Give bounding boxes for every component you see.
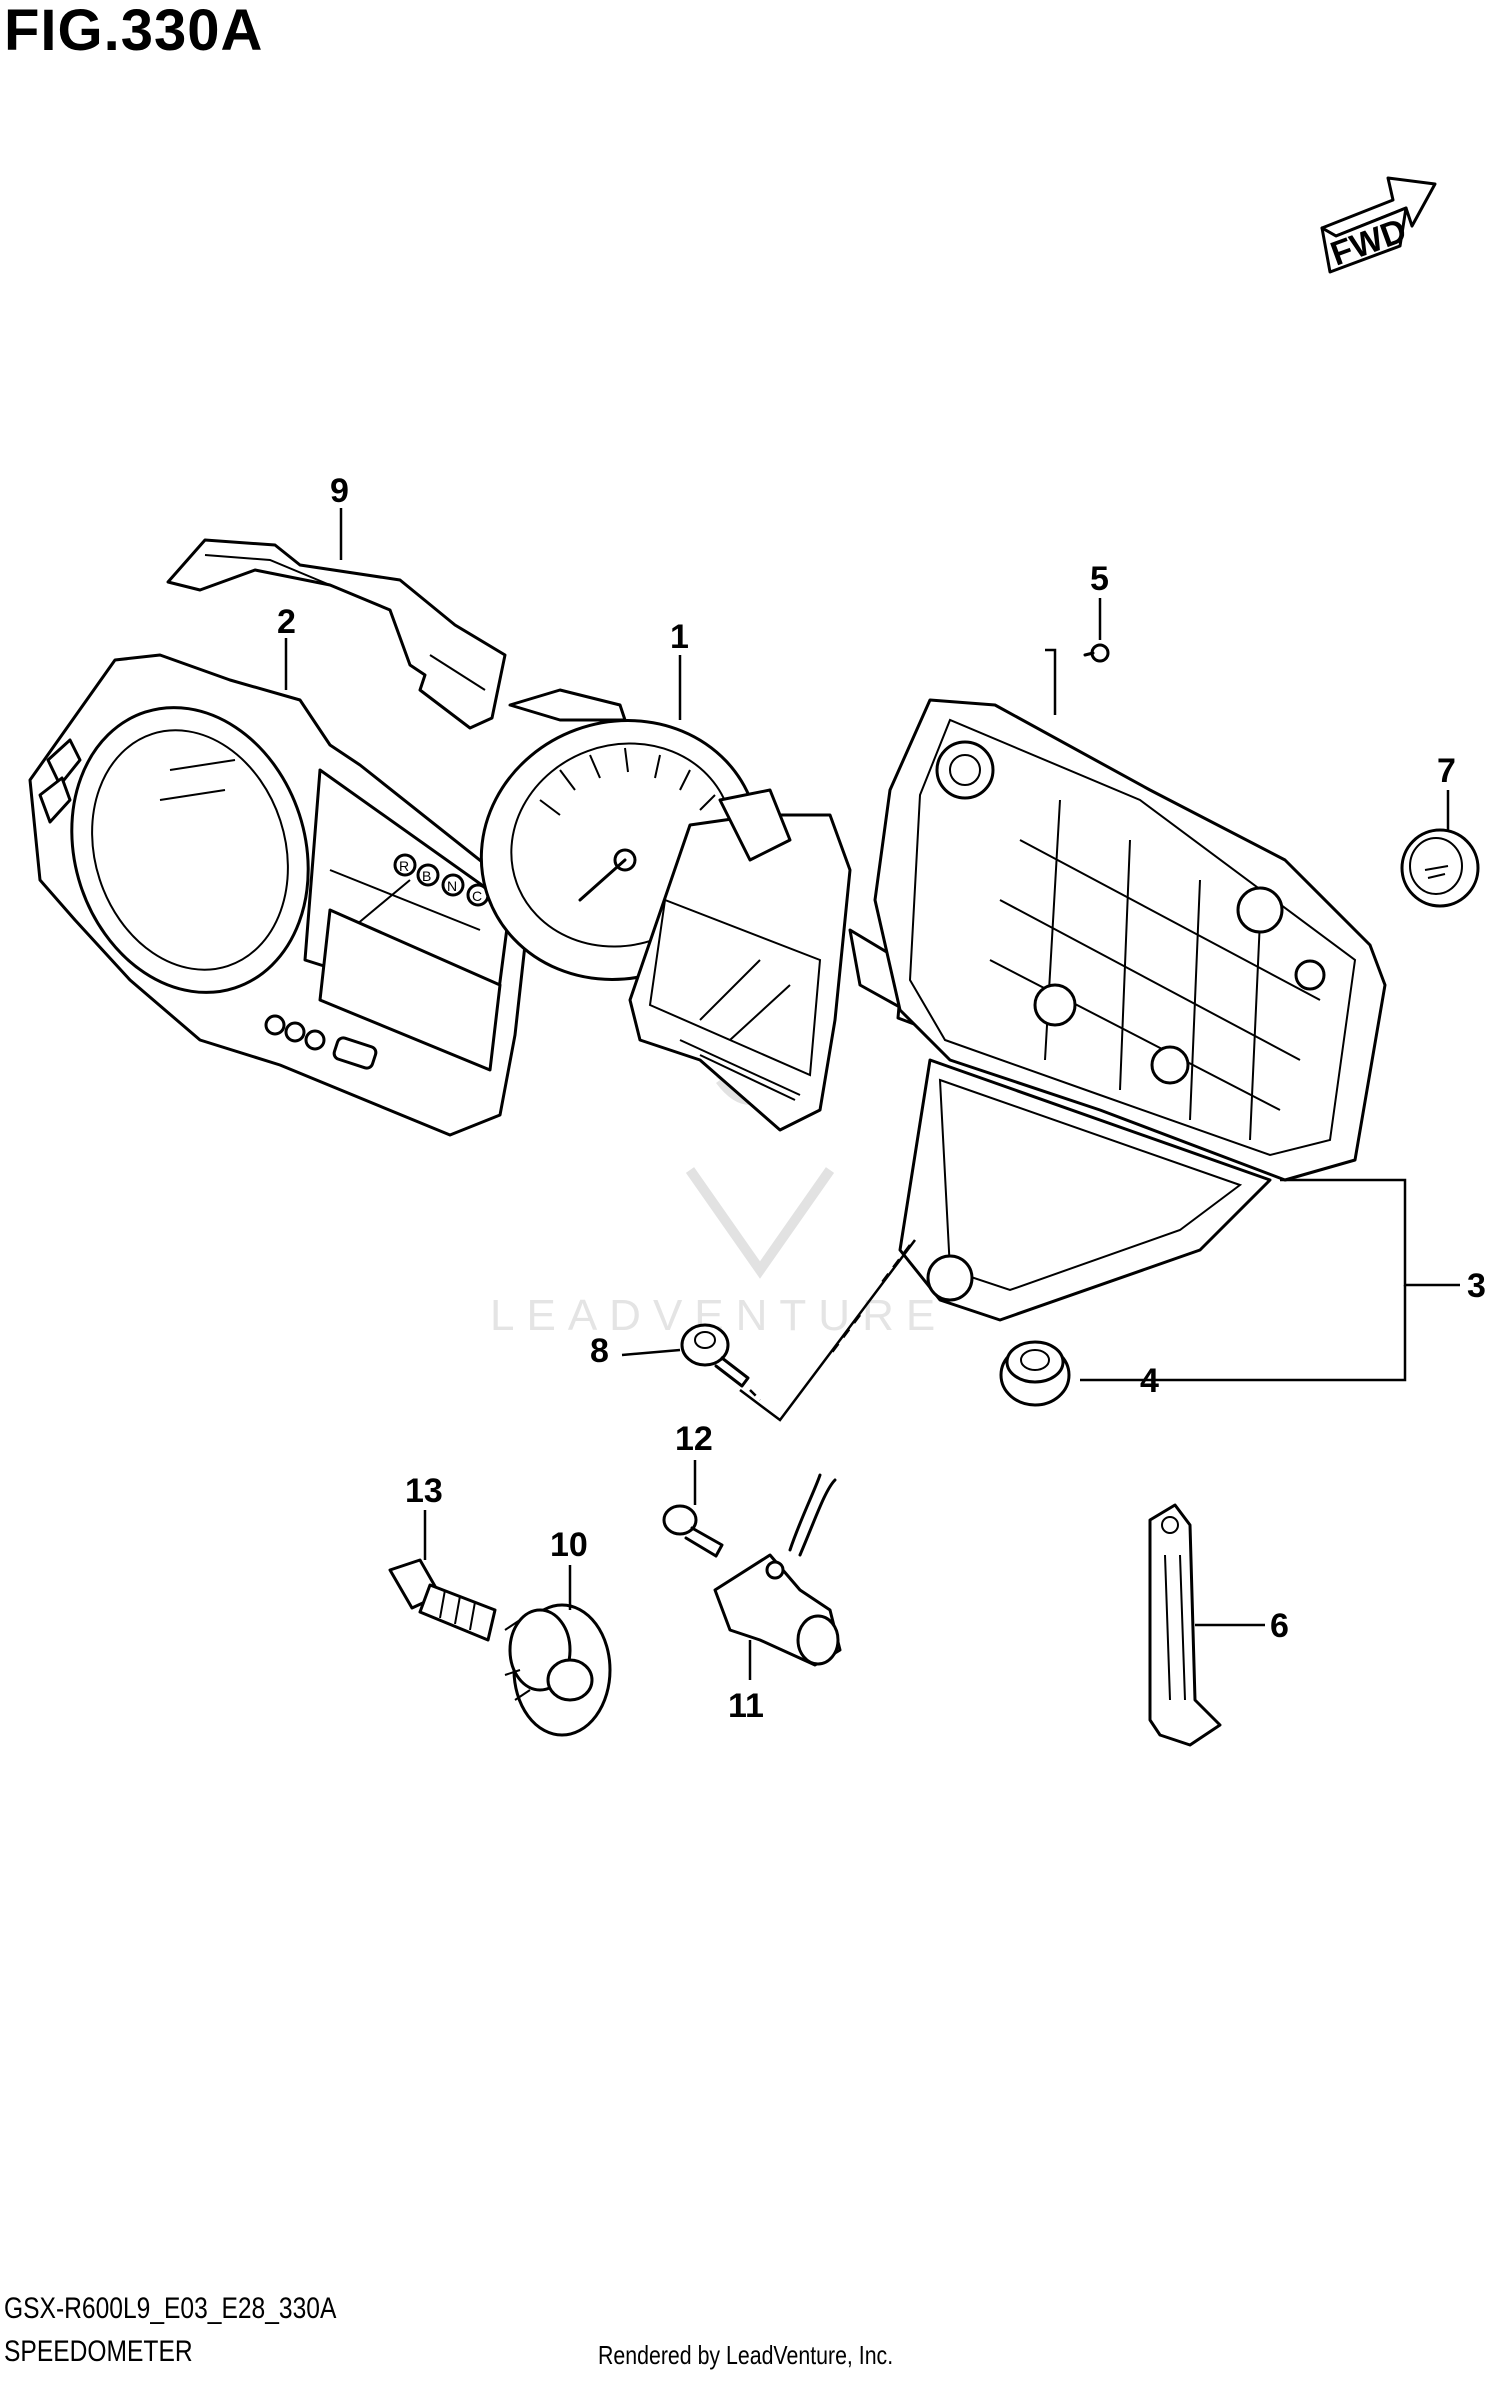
callout-6: 6 (1270, 1607, 1289, 1645)
callout-10: 10 (550, 1526, 588, 1564)
fwd-arrow-icon: FWD (1320, 176, 1437, 274)
callout-9: 9 (330, 472, 349, 510)
part-12-bolt (662, 1504, 724, 1558)
callout-1: 1 (670, 618, 689, 656)
indicator-letter-c: C (472, 888, 482, 904)
part-10-gear (504, 1603, 612, 1737)
callout-2: 2 (277, 603, 296, 641)
callout-7: 7 (1437, 752, 1456, 790)
indicator-letter-n: N (447, 878, 457, 894)
callout-5: 5 (1090, 560, 1109, 598)
callout-8: 8 (590, 1332, 609, 1370)
section-name: SPEEDOMETER (4, 2335, 193, 2368)
callout-11: 11 (728, 1687, 764, 1725)
figure-title: FIG.330A (4, 0, 264, 63)
indicator-letter-b: B (422, 868, 431, 884)
part-7-cap (1400, 828, 1480, 908)
part-2-front-case: R B N C (28, 653, 532, 1137)
part-3-rear-housing (873, 698, 1387, 1322)
indicator-letter-r: R (399, 858, 409, 874)
part-11-speed-sensor (713, 1473, 842, 1667)
callout-labels: 9 2 1 5 7 3 4 8 12 13 10 6 11 (277, 472, 1486, 1725)
callout-12: 12 (675, 1420, 713, 1458)
callout-4: 4 (1140, 1362, 1159, 1400)
indicator-lamps-row (264, 1014, 378, 1070)
part-4-grommet (999, 1340, 1071, 1407)
model-code: GSX-R600L9_E03_E28_330A (4, 2292, 337, 2325)
part-6-bracket-strap (1148, 1503, 1222, 1747)
part-9-cover-strip (166, 538, 507, 730)
leadventure-watermark: LEADVENTURE (490, 1055, 935, 1340)
part-5-screw (1083, 643, 1110, 663)
part-8-bolt (680, 1323, 750, 1388)
render-credit: Rendered by LeadVenture, Inc. (598, 2340, 894, 2370)
part-13-screw (388, 1558, 497, 1642)
callout-3: 3 (1467, 1267, 1486, 1305)
leader-lines (284, 508, 1460, 1680)
part-1-meter-assembly (479, 688, 937, 1132)
callout-13: 13 (405, 1472, 443, 1510)
